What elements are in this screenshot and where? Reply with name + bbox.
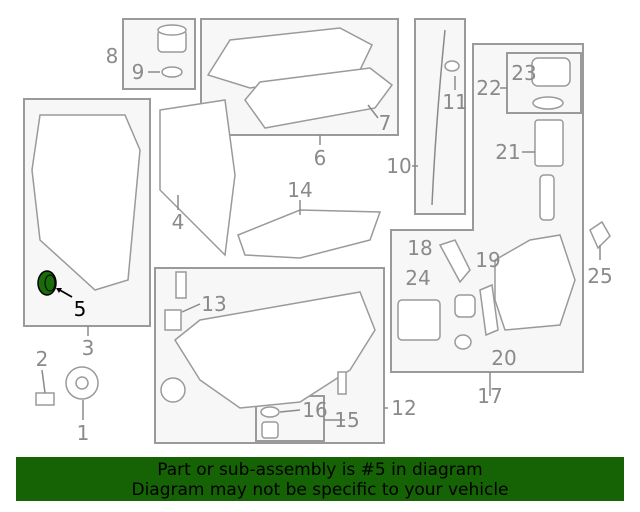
oil-filter-housing-part[interactable] [494, 234, 576, 331]
front-crankshaft-seal-highlighted[interactable] [37, 270, 57, 296]
callout-9[interactable]: 9 [132, 60, 145, 84]
callout-17[interactable]: 17 [477, 384, 502, 408]
bolt-part[interactable] [337, 371, 347, 395]
group-box-dipstick [414, 18, 466, 215]
oil-filter-part[interactable] [534, 119, 564, 167]
oil-pan-part[interactable] [174, 291, 376, 409]
callout-5[interactable]: 5 [74, 297, 87, 321]
oil-pressure-sensor-part[interactable] [589, 220, 611, 250]
callout-15[interactable]: 15 [334, 408, 359, 432]
seal-20-part[interactable] [454, 334, 472, 350]
callout-4[interactable]: 4 [172, 210, 185, 234]
callout-12[interactable]: 12 [391, 396, 416, 420]
callout-leaders [41, 71, 601, 421]
banner-line-1: Part or sub-assembly is #5 in diagram [157, 460, 483, 480]
pulley-hub [75, 376, 89, 390]
drain-plug-part[interactable] [261, 421, 279, 439]
dipstick-seal-part[interactable] [444, 60, 460, 72]
part-13[interactable] [164, 309, 182, 331]
callout-11[interactable]: 11 [442, 90, 467, 114]
oil-cooler-part[interactable] [397, 299, 441, 341]
callout-20[interactable]: 20 [491, 346, 516, 370]
callout-7[interactable]: 7 [379, 111, 392, 135]
callout-18[interactable]: 18 [407, 236, 432, 260]
bolt-13-part[interactable] [175, 271, 187, 299]
gasket-18-part[interactable] [438, 239, 471, 284]
callout-2[interactable]: 2 [36, 347, 49, 371]
timing-cover-4-part[interactable] [159, 99, 236, 257]
callout-16[interactable]: 16 [302, 398, 327, 422]
callout-13[interactable]: 13 [201, 292, 226, 316]
valve-cover-gasket-part[interactable] [244, 67, 394, 129]
callout-25[interactable]: 25 [587, 264, 612, 288]
pulley-bolt-part[interactable] [35, 392, 55, 406]
diagram-notice-banner: Part or sub-assembly is #5 in diagram Di… [16, 457, 624, 501]
adapter-part[interactable] [454, 294, 476, 318]
callout-19[interactable]: 19 [475, 248, 500, 272]
oil-cap-seal-part[interactable] [161, 66, 183, 78]
callout-22[interactable]: 22 [476, 76, 501, 100]
gasket-19-part[interactable] [479, 283, 499, 337]
callout-23[interactable]: 23 [511, 61, 536, 85]
drain-plug-seal-part[interactable] [260, 406, 280, 418]
callout-8[interactable]: 8 [106, 44, 119, 68]
oil-cap-part[interactable] [157, 24, 187, 53]
callout-24[interactable]: 24 [405, 266, 430, 290]
callout-10[interactable]: 10 [386, 154, 411, 178]
callout-1[interactable]: 1 [77, 421, 90, 445]
seal-inner-ring [44, 274, 56, 292]
oil-filter-cap-part[interactable] [531, 57, 571, 87]
callout-5-arrowhead [56, 288, 62, 293]
callout-3[interactable]: 3 [82, 336, 95, 360]
oil-pan-seal-part[interactable] [160, 377, 186, 403]
callout-21[interactable]: 21 [495, 140, 520, 164]
timing-cover-part[interactable] [31, 114, 141, 291]
oil-pan-baffle-part[interactable] [237, 209, 382, 259]
dipstick-part[interactable] [431, 29, 446, 206]
banner-line-2: Diagram may not be specific to your vehi… [131, 480, 509, 500]
filter-valve-part[interactable] [539, 174, 555, 221]
callout-6[interactable]: 6 [314, 146, 327, 170]
callout-14[interactable]: 14 [287, 178, 312, 202]
filter-cap-seal-part[interactable] [532, 96, 564, 110]
